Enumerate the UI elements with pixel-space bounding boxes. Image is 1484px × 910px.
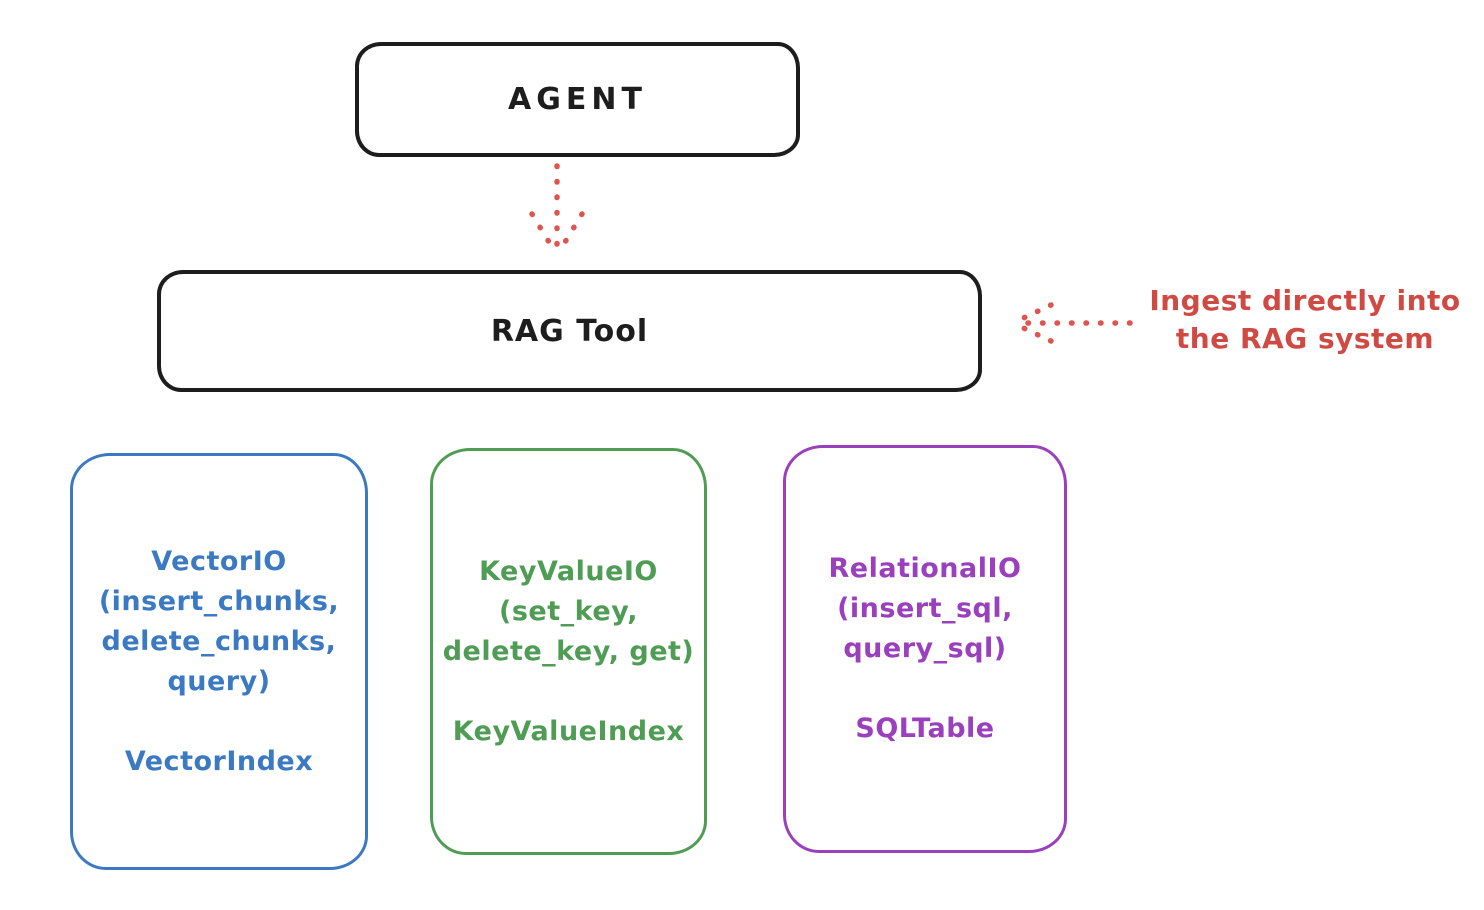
ingest-arrow: [1005, 300, 1135, 350]
agent-label: AGENT: [508, 82, 647, 117]
rag-tool-label: RAG Tool: [490, 313, 649, 349]
agent-box: AGENT: [355, 42, 800, 157]
dotted-arrow-down-icon: [529, 163, 585, 259]
vector-index-label: VectorIndex: [124, 745, 314, 777]
keyvalue-io-methods: KeyValueIO (set_key, delete_key, get): [442, 555, 695, 667]
dotted-arrow-left-icon: [1012, 302, 1133, 344]
agent-to-rag-arrow: [507, 160, 607, 268]
relational-io-box: RelationalIO (insert_sql, query_sql) SQL…: [783, 445, 1067, 853]
rag-tool-box: RAG Tool: [157, 270, 982, 392]
ingest-annotation-text: Ingest directly into the RAG system: [1149, 284, 1461, 355]
keyvalue-io-box: KeyValueIO (set_key, delete_key, get) Ke…: [430, 448, 707, 855]
sql-table-label: SQLTable: [855, 713, 995, 744]
relational-io-methods: RelationalIO (insert_sql, query_sql): [828, 553, 1022, 664]
vector-io-methods: VectorIO (insert_chunks, delete_chunks, …: [98, 545, 340, 697]
keyvalue-index-label: KeyValueIndex: [452, 715, 685, 747]
vector-io-box: VectorIO (insert_chunks, delete_chunks, …: [70, 453, 368, 870]
